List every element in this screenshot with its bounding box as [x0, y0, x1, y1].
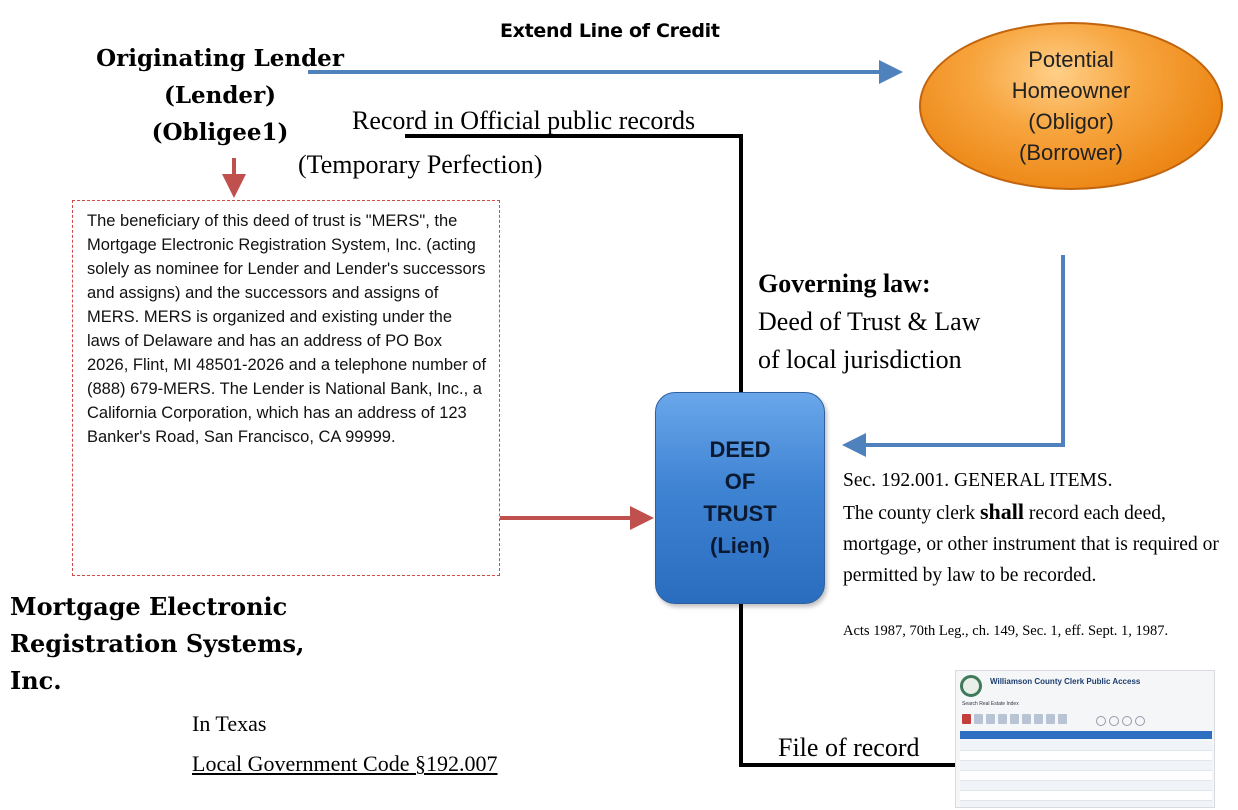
statute-text: Sec. 192.001. GENERAL ITEMS. The county … — [843, 465, 1233, 591]
county-clerk-screenshot: Williamson County Clerk Public Access Se… — [955, 670, 1215, 808]
line-deed-to-record — [405, 134, 743, 392]
homeowner-line-2: Homeowner — [1011, 78, 1131, 103]
governing-law-line-1: Deed of Trust & Law — [758, 307, 981, 336]
governing-law-heading: Governing law: — [758, 269, 931, 298]
temporary-perfection-label: (Temporary Perfection) — [298, 150, 543, 179]
county-seal-icon — [960, 675, 982, 697]
texas-line-1: In Texas — [192, 711, 267, 736]
statute-body-pre: The county clerk — [843, 503, 980, 524]
lender-line-3: (Obligee1) — [151, 119, 289, 146]
screenshot-toolbar — [962, 711, 1082, 725]
governing-law-text: Governing law: Deed of Trust & Law of lo… — [758, 265, 980, 379]
lender-line-1: Originating Lender — [96, 45, 344, 72]
statute-shall: shall — [980, 499, 1025, 524]
originating-lender-label: Originating Lender (Lender) (Obligee1) — [40, 40, 400, 151]
screenshot-table-header — [960, 731, 1212, 739]
statute-heading: Sec. 192.001. GENERAL ITEMS. — [843, 470, 1113, 491]
lender-line-2: (Lender) — [163, 82, 277, 109]
deed-line-2: OF — [724, 469, 756, 494]
deed-line-1: DEED — [709, 437, 771, 462]
screenshot-title: Williamson County Clerk Public Access — [990, 677, 1141, 686]
statute-acts-citation: Acts 1987, 70th Leg., ch. 149, Sec. 1, e… — [843, 623, 1169, 639]
screenshot-nav-icons — [1096, 713, 1148, 731]
mers-name-line-3: Inc. — [10, 666, 62, 695]
arrow-deed-to-file-record — [739, 604, 1050, 777]
arrow-homeowner-to-deed — [842, 255, 1065, 457]
homeowner-line-4: (Borrower) — [1019, 140, 1123, 165]
homeowner-oval: Potential Homeowner (Obligor) (Borrower) — [919, 22, 1223, 190]
screenshot-subtitle: Search Real Estate Index — [962, 701, 1019, 707]
texas-code-reference: In Texas Local Government Code §192.007 — [192, 704, 498, 784]
file-of-record-label: File of record — [778, 733, 920, 762]
extend-credit-label: Extend Line of Credit — [500, 20, 720, 42]
statute-body-post: record each deed, mortgage, or other ins… — [843, 503, 1219, 586]
record-public-records-label: Record in Official public records — [352, 106, 696, 135]
deed-of-trust-box: DEED OF TRUST (Lien) — [655, 392, 825, 604]
statute-body: The county clerk shall record each deed,… — [843, 496, 1233, 591]
mers-beneficiary-box: The beneficiary of this deed of trust is… — [72, 200, 500, 576]
homeowner-line-3: (Obligor) — [1028, 109, 1114, 134]
homeowner-line-1: Potential — [1028, 47, 1114, 72]
deed-line-3: TRUST — [703, 501, 777, 526]
mers-name-line-2: Registration Systems, — [10, 629, 305, 658]
texas-line-2: Local Government Code §192.007 — [192, 751, 498, 776]
mers-company-name: Mortgage Electronic Registration Systems… — [10, 588, 304, 699]
deed-line-4: (Lien) — [710, 533, 770, 558]
screenshot-table-rows — [960, 741, 1212, 807]
governing-law-line-2: of local jurisdiction — [758, 345, 962, 374]
mers-name-line-1: Mortgage Electronic — [10, 592, 288, 621]
